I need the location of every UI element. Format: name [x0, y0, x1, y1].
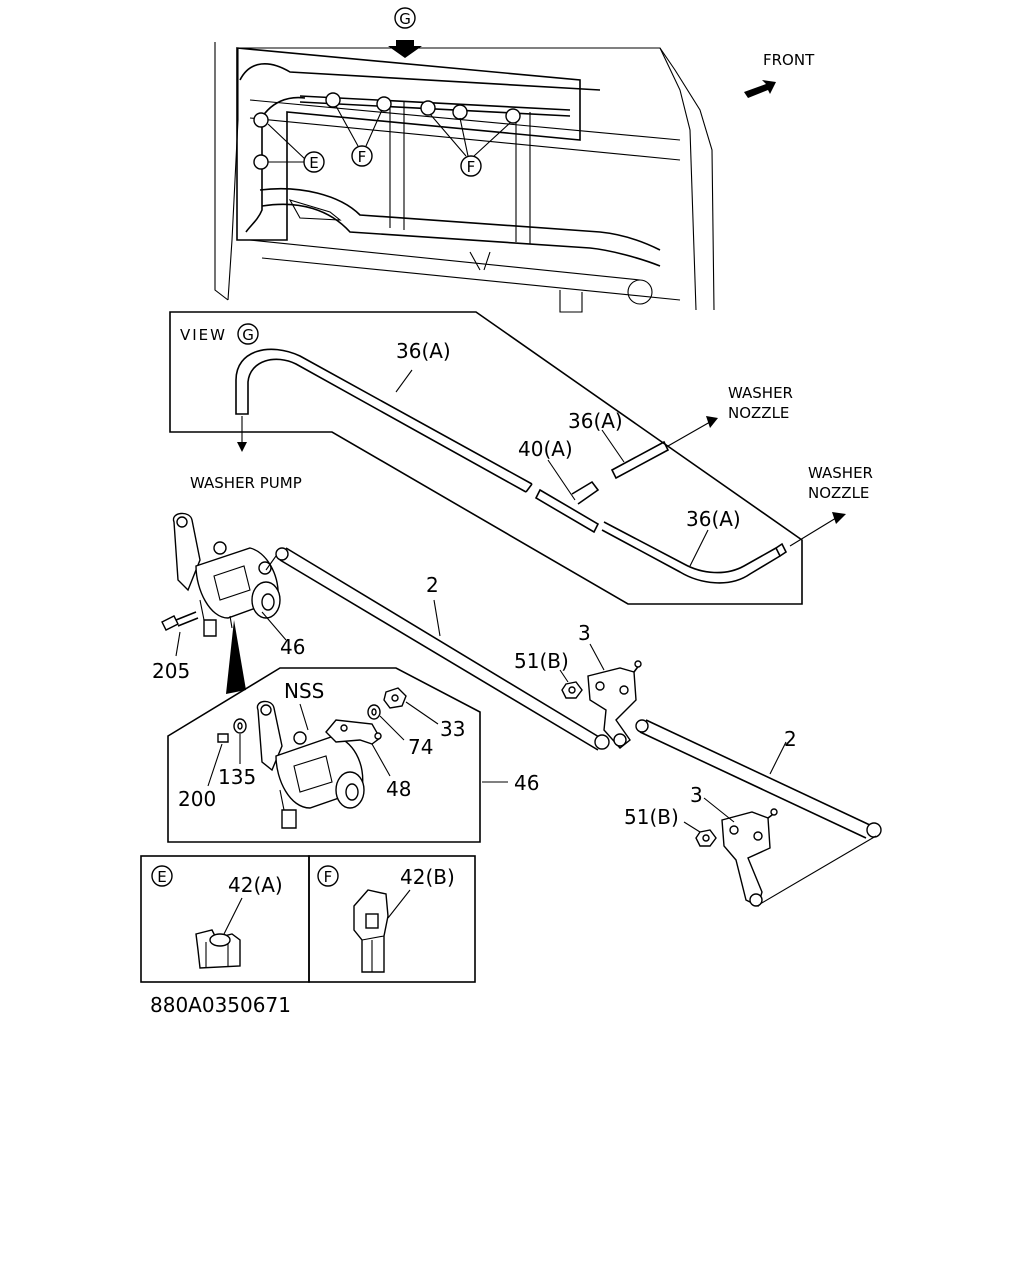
callout-46-top: 46	[280, 635, 305, 659]
washer-nozzle-lower-l2: NOZZLE	[808, 484, 869, 502]
callout-36a-mid: 36(A)	[568, 409, 623, 433]
callout-135: 135	[218, 765, 256, 789]
view-label-letter: G	[242, 326, 254, 344]
clip-detail-f: F 42(B)	[308, 855, 476, 983]
callout-33: 33	[440, 717, 465, 741]
callout-46-detail: 46	[514, 771, 539, 795]
callout-40a: 40(A)	[518, 437, 573, 461]
motor-detail-panel: NSS 48 74 33 135	[167, 667, 539, 843]
callout-36a-low: 36(A)	[686, 507, 741, 531]
pivot-middle: 3 51(B)	[514, 621, 642, 749]
callout-36a-top: 36(A)	[396, 339, 451, 363]
washer-nozzle-lower-l1: WASHER	[808, 464, 873, 482]
callout-42a: 42(A)	[228, 873, 283, 897]
pivot-right: 3 51(B)	[624, 783, 778, 908]
callout-74: 74	[408, 735, 433, 759]
washer-pump-label: WASHER PUMP	[190, 474, 302, 492]
down-arrow-icon	[388, 40, 422, 58]
callout-200: 200	[178, 787, 216, 811]
callout-51b-mid: 51(B)	[514, 649, 569, 673]
cowl-overview: G FRONT	[214, 7, 815, 313]
callout-3-mid: 3	[578, 621, 591, 645]
callout-nss: NSS	[284, 679, 324, 703]
callout-f-right: F	[467, 158, 476, 176]
view-label: VIEW	[180, 326, 227, 344]
front-label: FRONT	[763, 51, 815, 69]
callout-2-upper: 2	[426, 573, 439, 597]
arrow-to-nozzle-upper-icon	[706, 416, 718, 428]
view-g-panel: VIEW G WASHER PUMP 36(A) 40(A) 36(A) WAS…	[169, 311, 873, 605]
front-indicator: FRONT	[744, 51, 815, 98]
clip-detail-e: E 42(A)	[140, 855, 310, 983]
arrow-to-pump-icon	[237, 442, 247, 452]
callout-48: 48	[386, 777, 411, 801]
view-g-marker: G	[388, 7, 422, 58]
detail-pointer-icon	[226, 620, 246, 694]
callout-51b-right: 51(B)	[624, 805, 679, 829]
view-g-letter: G	[399, 10, 411, 28]
link-rod-lower: 2	[635, 719, 882, 905]
arrow-to-nozzle-lower-icon	[832, 512, 846, 524]
callout-42b: 42(B)	[400, 865, 455, 889]
callout-e-top: E	[309, 154, 318, 172]
washer-nozzle-upper-l1: WASHER	[728, 384, 793, 402]
front-arrow-icon	[744, 80, 776, 98]
diagram-code: 880A0350671	[150, 993, 291, 1017]
washer-nozzle-upper-l2: NOZZLE	[728, 404, 789, 422]
link-rod-upper: 2	[275, 547, 610, 751]
callout-2-lower: 2	[784, 727, 797, 751]
callout-f-left: F	[358, 148, 367, 166]
detail-f-letter: F	[324, 868, 333, 886]
callout-3-right: 3	[690, 783, 703, 807]
detail-e-letter: E	[157, 868, 166, 886]
wiper-motor-assembly: 46 205	[152, 512, 305, 694]
callout-205: 205	[152, 659, 190, 683]
